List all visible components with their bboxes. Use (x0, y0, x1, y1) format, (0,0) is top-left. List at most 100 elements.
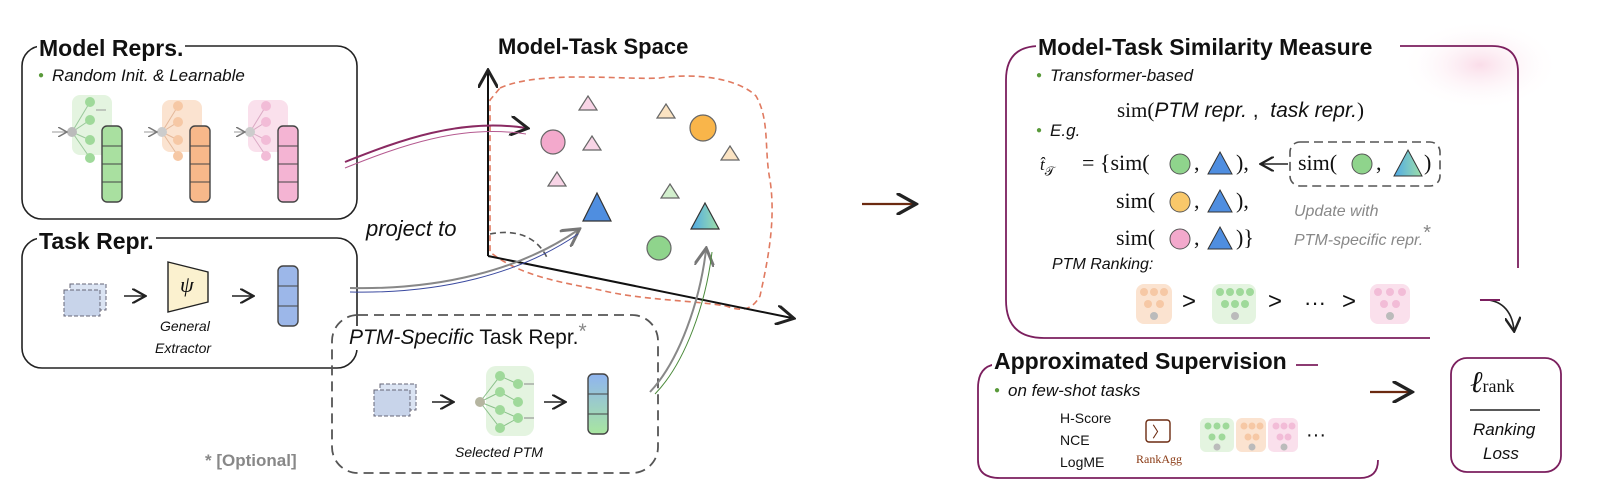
update-line-2: PTM-specific repr.* (1294, 222, 1431, 251)
task-point-6 (659, 182, 681, 199)
model-point-pink (540, 129, 566, 155)
comma-1: , (1194, 150, 1200, 175)
task-point-1 (577, 94, 599, 111)
ptm-specific-italic: PTM-Specific (349, 326, 474, 349)
formula-comma: , (1246, 99, 1271, 122)
model-point-orange (689, 114, 717, 142)
model-arrow (344, 126, 526, 163)
comma-3: , (1194, 225, 1200, 250)
formula-sim: sim( (1117, 98, 1155, 122)
similarity-box (1400, 45, 1519, 268)
sim-circle-green-1 (1169, 153, 1191, 175)
update-star: * (1423, 222, 1431, 244)
rankagg-icon (1145, 419, 1171, 443)
comma-2: , (1194, 188, 1200, 213)
images-icon-2 (373, 383, 417, 417)
formula-close: ) (1357, 98, 1364, 122)
score-nce: NCE (1060, 432, 1090, 448)
formula-ptm: PTM repr. (1154, 99, 1247, 122)
t-hat-symbol: t̂ (1040, 155, 1045, 174)
model-repr-pink (234, 100, 299, 203)
model-repr-green (52, 95, 123, 203)
extractor-label-1: General (160, 318, 210, 334)
space-title: Model-Task Space (498, 34, 689, 59)
extractor-label-2: Extractor (155, 340, 212, 356)
task-arrow (349, 230, 578, 290)
update-box (1289, 141, 1441, 187)
sim-tri-grad (1393, 148, 1423, 177)
score-logme: LogME (1060, 454, 1105, 470)
model-reprs-box (21, 45, 358, 220)
t-hat: t̂𝒯 (1040, 150, 1055, 179)
optional-note: * [Optional] (205, 451, 297, 470)
sim-circle-green-2 (1351, 153, 1373, 175)
approx-box (977, 363, 1379, 479)
psi-symbol: ψ (180, 272, 194, 297)
gt-3: > (1342, 288, 1357, 315)
loss-symbol: ℓrank (1470, 366, 1514, 400)
ptm-specific-rest: Task Repr. (473, 326, 579, 349)
task-point-2 (655, 102, 677, 119)
rank-net-pink (1370, 284, 1410, 324)
similarity-bullet-2: E.g. (1036, 121, 1080, 141)
task-repr-bar (277, 265, 299, 327)
model-reprs-bullet: Random Init. & Learnable (38, 66, 245, 86)
ptm-specific-box (331, 314, 659, 474)
loss-subscript: rank (1482, 376, 1515, 396)
selected-ptm-label: Selected PTM (455, 444, 543, 460)
approx-bullet: on few-shot tasks (994, 381, 1140, 401)
rank-ellipsis: ··· (1304, 290, 1326, 315)
rank-net-orange (1136, 284, 1172, 324)
rank-net-green (1212, 284, 1256, 324)
task-repr-title: Task Repr. (37, 228, 156, 254)
gt-1: > (1182, 288, 1197, 315)
similarity-title: Model-Task Similarity Measure (1036, 34, 1375, 60)
loss-box (1450, 357, 1562, 473)
task-point-blue (582, 191, 612, 222)
close-brace: )} (1236, 225, 1254, 250)
space-region (489, 75, 773, 310)
loss-ell: ℓ (1470, 366, 1483, 399)
sim-tri-blue-2 (1207, 188, 1233, 213)
loss-label-2: Loss (1483, 444, 1519, 463)
approx-title: Approximated Supervision (992, 348, 1289, 374)
rankagg-label: RankAgg (1136, 452, 1182, 466)
score-hscore: H-Score (1060, 410, 1112, 426)
sim-tri-blue-3 (1207, 225, 1233, 250)
task-point-4 (719, 144, 741, 161)
ptm-specific-star: * (578, 320, 587, 343)
sim-circle-pink (1169, 228, 1191, 250)
task-point-3 (581, 134, 603, 151)
eq-open: = {sim( (1082, 150, 1150, 175)
update-line-2-text: PTM-specific repr. (1294, 232, 1424, 249)
sim-3: sim( (1116, 225, 1156, 250)
extractor-trapezoid (167, 261, 209, 313)
approx-nets (1200, 418, 1298, 452)
ptm-arrow (649, 250, 706, 393)
approx-ellipsis: ··· (1306, 424, 1326, 446)
task-point-5 (546, 170, 568, 187)
ptm-specific-title: PTM-Specific Task Repr.* (346, 320, 590, 350)
close-update: ) (1424, 150, 1432, 175)
formula-task: task repr. (1270, 99, 1357, 122)
close-comma-2: ), (1236, 188, 1249, 213)
ptm-specific-bar (587, 373, 609, 435)
model-repr-orange (144, 100, 211, 203)
model-reprs-title: Model Reprs. (37, 35, 186, 61)
gt-2: > (1268, 288, 1283, 315)
project-label: project to (366, 216, 457, 241)
similarity-bullet-1: Transformer-based (1036, 66, 1193, 86)
sim-circle-orange (1169, 191, 1191, 213)
task-point-grad (689, 201, 721, 230)
ranking-label: PTM Ranking: (1052, 256, 1154, 273)
space-points (540, 94, 741, 261)
model-point-green (646, 235, 672, 261)
loss-arrow-top (1479, 299, 1514, 330)
images-icon (63, 283, 107, 317)
comma-update: , (1376, 150, 1382, 175)
x-axis (487, 255, 792, 318)
task-repr-box (21, 237, 358, 369)
sim-2: sim( (1116, 188, 1156, 213)
t-sub: 𝒯 (1044, 163, 1055, 179)
